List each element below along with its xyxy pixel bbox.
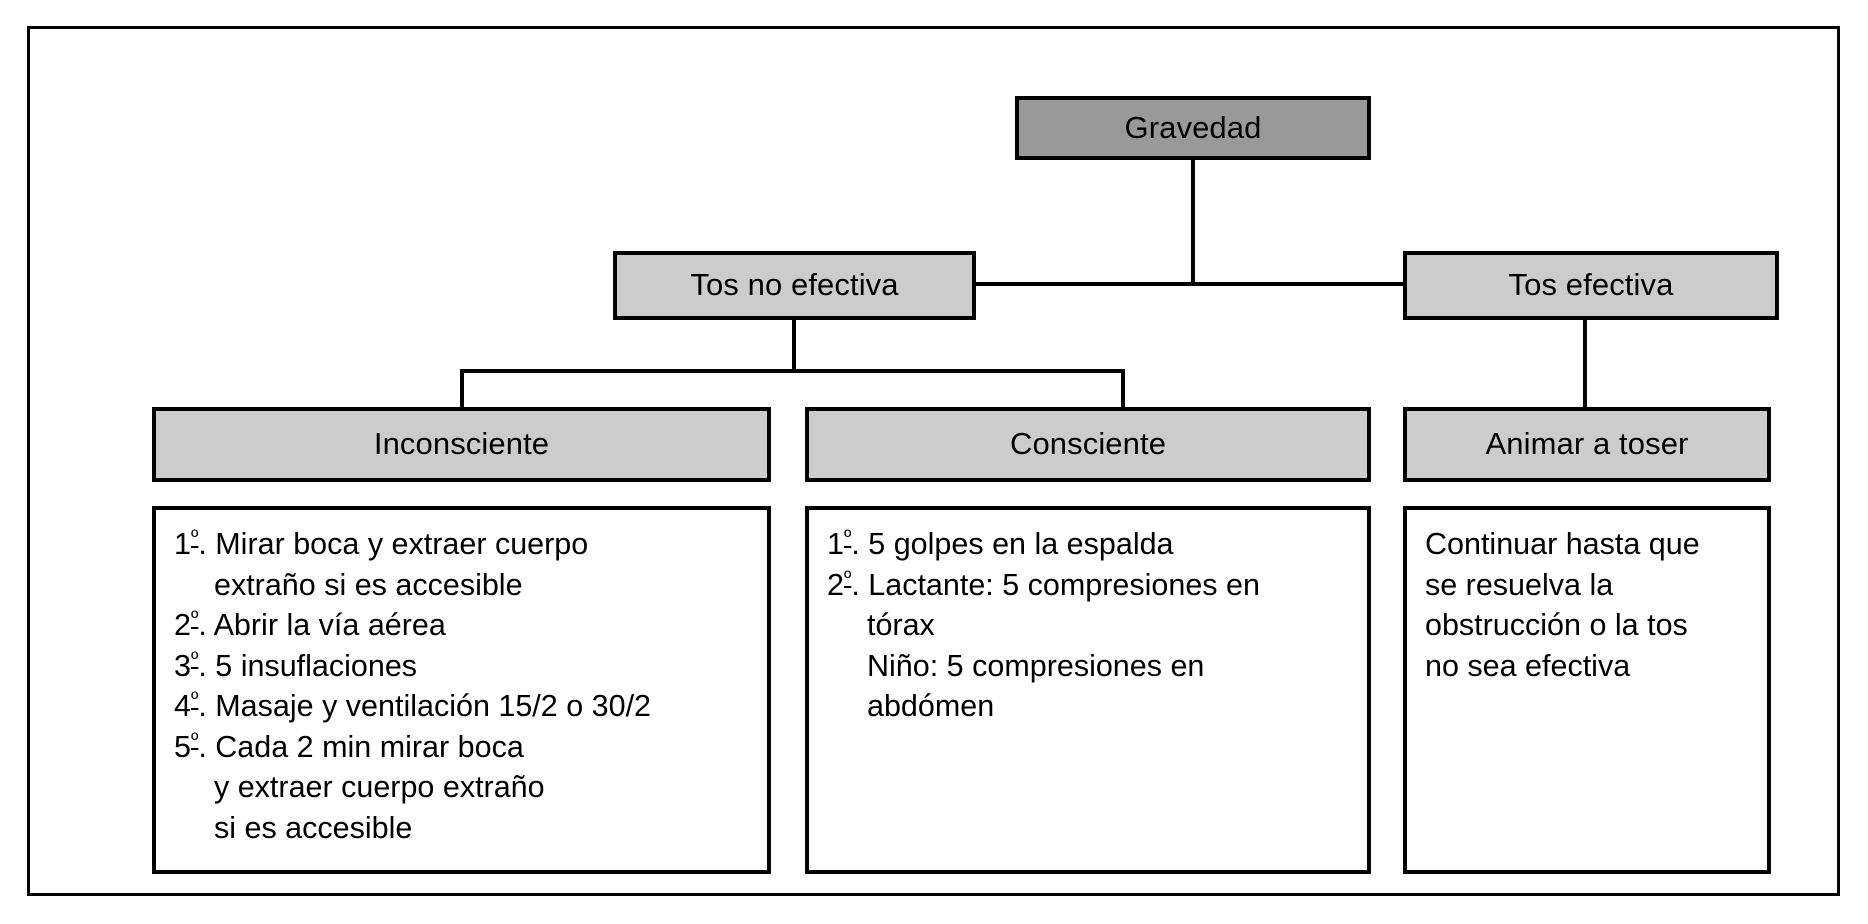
ordinal-indicator: º <box>843 567 852 590</box>
node-inconsciente[interactable]: Inconsciente <box>152 407 771 482</box>
node-inconsciente-label: Inconsciente <box>373 426 550 462</box>
detail-line: Niño: 5 compresiones en <box>867 648 1205 683</box>
connector-level2-horizontal <box>974 282 1405 286</box>
detail-line: si es accesible <box>214 810 413 845</box>
diagram-outer-frame: Gravedad Tos no efectiva Tos efectiva In… <box>27 26 1840 896</box>
ordinal-indicator: º <box>190 729 199 752</box>
detail-line: y extraer cuerpo extraño <box>214 770 545 805</box>
node-tos-efectiva-label: Tos efectiva <box>1508 267 1674 303</box>
detail-line: tórax <box>867 608 935 643</box>
detail-panel-animar-a-toser: Continuar hasta que se resuelva la obstruc… <box>1403 506 1771 874</box>
detail-line: se resuelva la <box>1425 567 1614 602</box>
node-tos-no-efectiva-label: Tos no efectiva <box>690 267 899 303</box>
connector-bracket-left-drop <box>460 369 464 411</box>
detail-panel-consciente: 1º. 5 golpes en la espalda 2º. Lactante: … <box>805 506 1371 874</box>
node-gravedad[interactable]: Gravedad <box>1015 96 1371 160</box>
node-tos-efectiva[interactable]: Tos efectiva <box>1403 251 1779 320</box>
detail-line: 4º. Masaje y ventilación 15/2 o 30/2 <box>174 688 652 724</box>
node-consciente[interactable]: Consciente <box>805 407 1371 482</box>
ordinal-indicator: º <box>190 688 199 711</box>
detail-line: 2º. Lactante: 5 compresiones en <box>827 567 1260 602</box>
detail-line: 1º. Mirar boca y extraer cuerpo <box>174 526 589 561</box>
connector-tos-no-efectiva-down <box>792 320 796 371</box>
detail-line: 3º. 5 insuflaciones <box>174 648 418 683</box>
detail-line: extraño si es accesible <box>214 567 523 602</box>
detail-line: 2º. Abrir la vía aérea <box>174 607 446 643</box>
node-tos-no-efectiva[interactable]: Tos no efectiva <box>613 251 976 320</box>
node-animar-a-toser-label: Animar a toser <box>1485 426 1689 462</box>
detail-line: Continuar hasta que <box>1425 527 1700 561</box>
connector-bracket-right-drop <box>1121 369 1125 411</box>
node-animar-a-toser[interactable]: Animar a toser <box>1403 407 1771 482</box>
ordinal-indicator: º <box>843 526 852 549</box>
ordinal-indicator: º <box>190 648 199 671</box>
node-consciente-label: Consciente <box>1009 426 1167 462</box>
ordinal-indicator: º <box>190 526 199 549</box>
connector-tos-efectiva-down <box>1583 320 1587 411</box>
connector-bracket-horizontal <box>460 369 1125 373</box>
detail-line: no sea efectiva <box>1425 648 1631 683</box>
detail-line: 5º. Cada 2 min mirar boca <box>174 729 524 764</box>
connector-gravedad-down <box>1191 160 1195 286</box>
detail-line: 1º. 5 golpes en la espalda <box>827 526 1174 561</box>
detail-line: obstrucción o la tos <box>1425 608 1688 643</box>
detail-panel-inconsciente: 1º. Mirar boca y extraer cuerpo extraño s… <box>152 506 771 874</box>
node-gravedad-label: Gravedad <box>1124 109 1262 145</box>
detail-line: abdómen <box>867 689 995 724</box>
ordinal-indicator: º <box>190 607 199 630</box>
